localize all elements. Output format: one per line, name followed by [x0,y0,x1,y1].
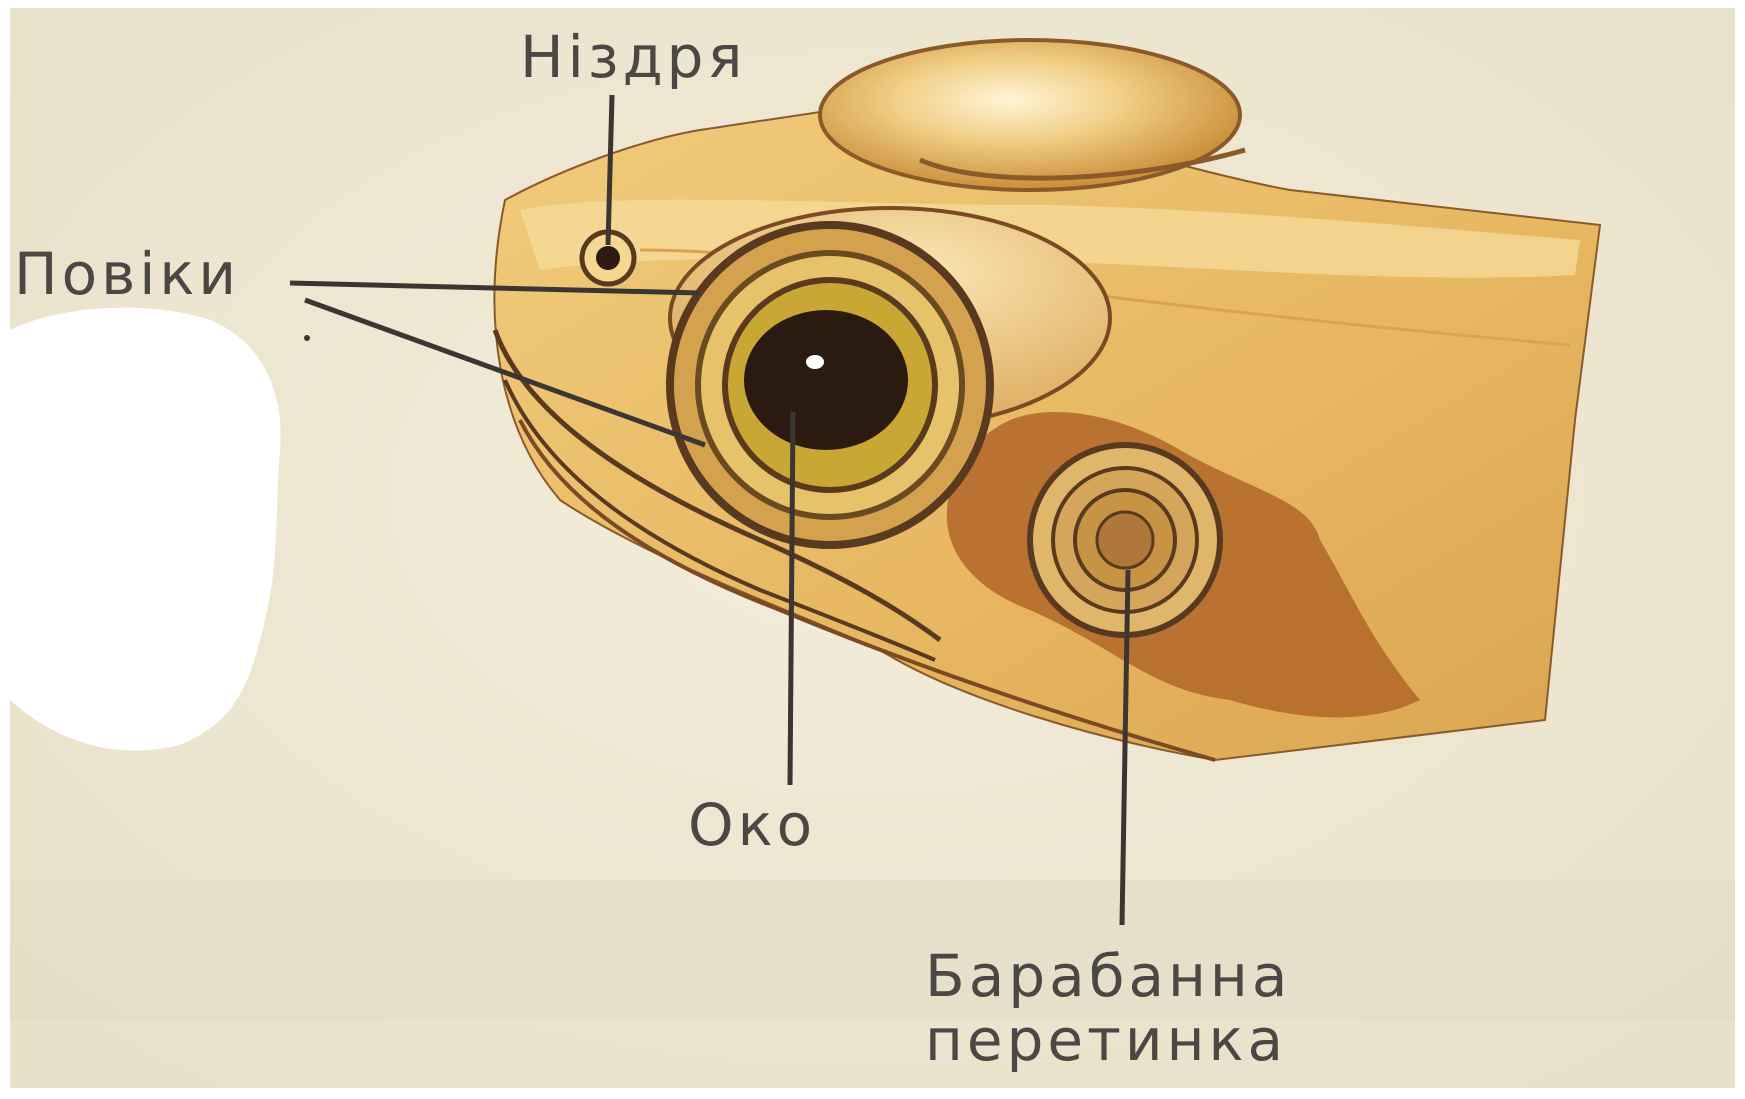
label-eye: Око [688,796,816,854]
eye-leader [790,412,793,785]
label-nostril: Ніздря [520,28,746,86]
eye-glint [806,355,824,369]
label-eyelids: Повіки [14,245,240,303]
bleed-through-band [10,880,1735,1020]
nostril-hole [596,246,620,270]
stray-dot [304,335,310,341]
label-tympanum-line1: Барабанна [925,945,1291,1009]
label-tympanum: Барабанна перетинка [925,945,1291,1073]
tympanum-center [1097,512,1153,568]
eye-pupil [744,310,908,450]
masked-area [10,308,281,751]
label-tympanum-line2: перетинка [925,1009,1291,1073]
